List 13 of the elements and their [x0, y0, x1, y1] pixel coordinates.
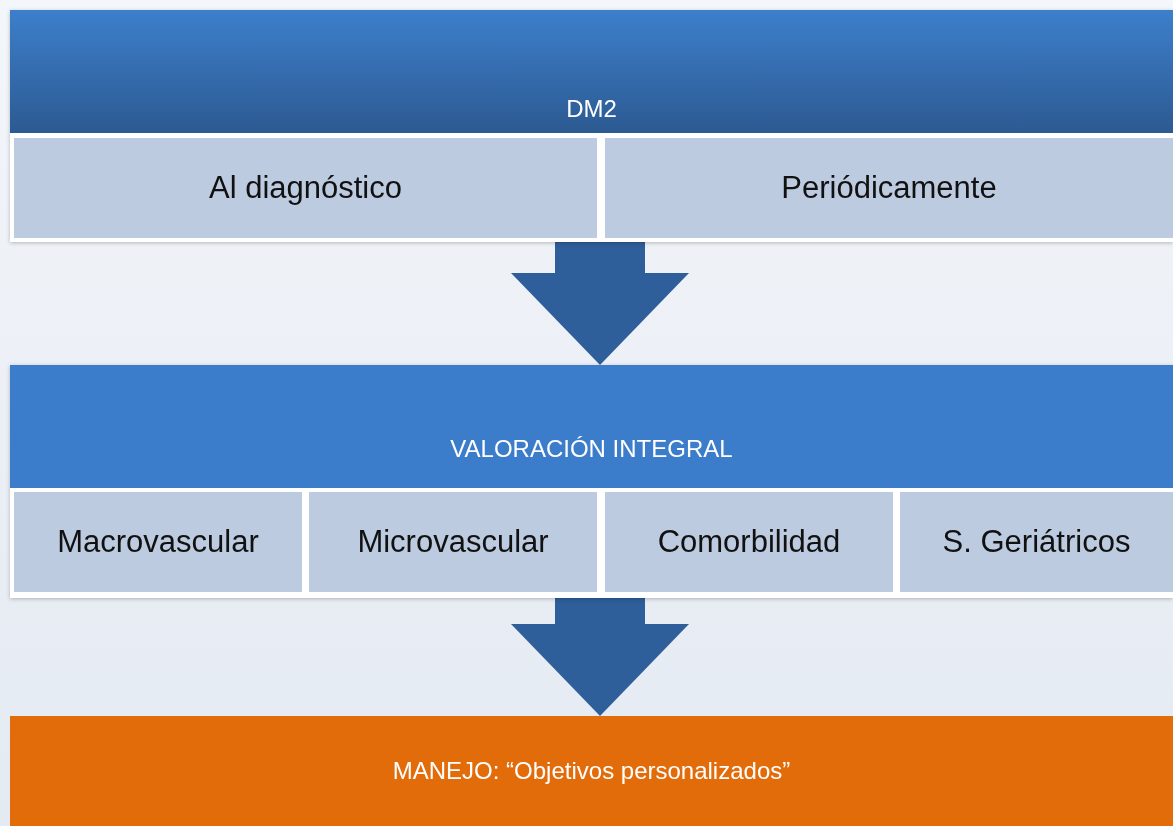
- block-arrow: [511, 242, 689, 365]
- header-text: VALORACIÓN INTEGRAL: [449, 435, 734, 463]
- diagram-panel: [10, 10, 1173, 242]
- diagram-panel: [10, 365, 1173, 598]
- category-box: Al diagnóstico: [14, 138, 597, 238]
- category-box: S. Geriátricos: [900, 492, 1173, 592]
- category-box: Comorbilidad: [605, 492, 893, 592]
- block-arrow: [511, 598, 689, 716]
- category-box: Microvascular: [309, 492, 597, 592]
- category-box: Periódicamente: [605, 138, 1173, 238]
- header-text: DM2: [565, 95, 618, 123]
- category-box: Macrovascular: [14, 492, 302, 592]
- result-band: MANEJO: “Objetivos personalizados”: [10, 716, 1173, 826]
